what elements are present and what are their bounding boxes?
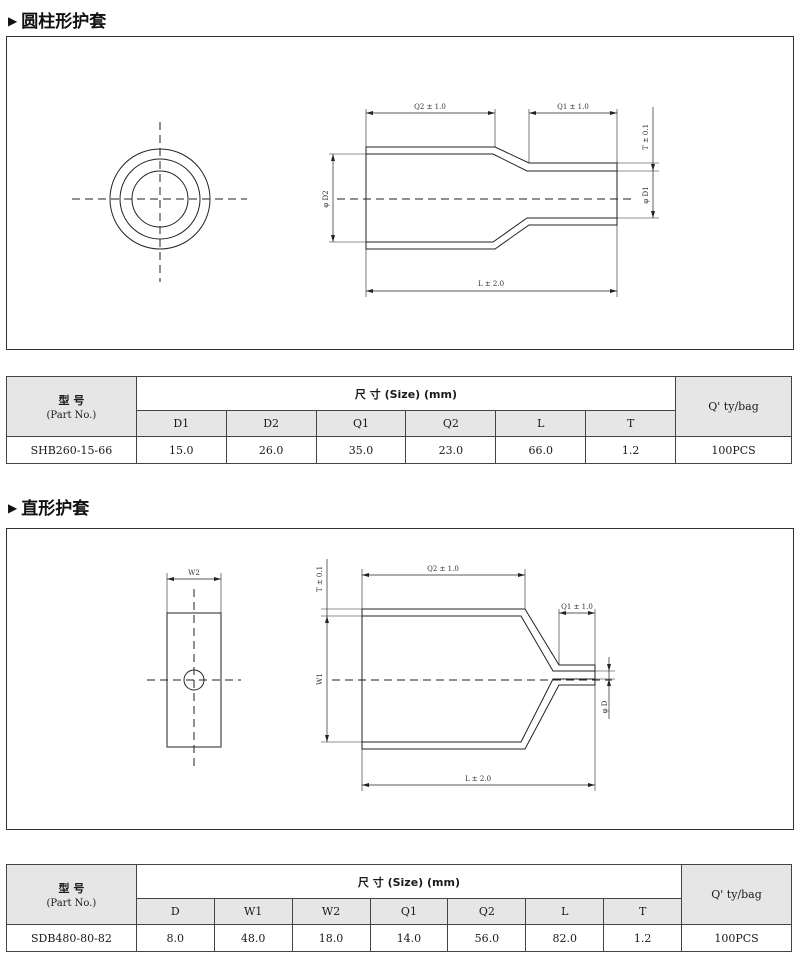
spec-table-cylindrical: 型 号 (Part No.) 尺 寸 (Size) (mm) Q' ty/bag…	[6, 376, 792, 464]
part-label: (Part No.)	[46, 898, 97, 909]
section-title-cylindrical: ▶圆柱形护套	[8, 7, 106, 32]
column-header: D2	[225, 410, 317, 437]
column-header: T	[585, 410, 677, 437]
column-header: W1	[213, 898, 293, 925]
drawing-straight-sleeve: W2 Q2 ± 1.0 Q1 ± 1.0 L ± 2.0 T ± 0.1 W1 …	[6, 528, 794, 830]
part-no-header: 型 号 (Part No.)	[6, 864, 137, 925]
value-cell: 1.2	[585, 436, 677, 464]
column-header: D1	[135, 410, 227, 437]
sleeve-outline-inner-bottom	[362, 678, 595, 743]
part-label: (Part No.)	[46, 410, 97, 421]
size-label: 尺 寸 (Size) (mm)	[354, 387, 457, 401]
part-no-cell: SDB480-80-82	[6, 924, 137, 952]
section-title-text: 圆柱形护套	[21, 12, 107, 32]
column-header: L	[525, 898, 605, 925]
size-label: 尺 寸 (Size) (mm)	[357, 875, 460, 889]
sleeve-outline-inner-bottom	[366, 217, 617, 243]
sleeve-outline-inner-top	[366, 153, 617, 172]
column-header: Q2	[447, 898, 527, 925]
dim-q1-label: Q1 ± 1.0	[557, 103, 589, 111]
part-no-header: 型 号 (Part No.)	[6, 376, 137, 437]
dim-w1-label: W1	[316, 673, 324, 685]
dim-t-label: T ± 0.1	[316, 566, 324, 592]
column-header: Q2	[405, 410, 497, 437]
section-title-straight: ▶直形护套	[8, 494, 89, 519]
column-header: W2	[291, 898, 371, 925]
value-cell: 23.0	[405, 436, 497, 464]
table-row: SHB260-15-66 15.0 26.0 35.0 23.0 66.0 1.…	[6, 436, 792, 464]
qty-cell: 100PCS	[675, 436, 792, 464]
sleeve-outline-inner-top	[362, 615, 595, 672]
value-cell: 18.0	[291, 924, 371, 952]
dim-q2-label: Q2 ± 1.0	[414, 103, 446, 111]
part-no-cell: SHB260-15-66	[6, 436, 137, 464]
column-header: Q1	[369, 898, 449, 925]
triangle-bullet-icon: ▶	[8, 501, 18, 515]
dim-q2-label: Q2 ± 1.0	[427, 565, 459, 573]
value-cell: 48.0	[213, 924, 293, 952]
value-cell: 82.0	[525, 924, 605, 952]
model-label: 型 号	[58, 394, 85, 407]
dim-d-label: φ D	[601, 700, 609, 713]
column-header-row: D1 D2 Q1 Q2 L T	[7, 410, 792, 437]
drawing-cylindrical-sleeve: Q2 ± 1.0 Q1 ± 1.0 L ± 2.0 φ D2 T ± 0.1 φ…	[6, 36, 794, 350]
size-header: 尺 寸 (Size) (mm)	[135, 376, 677, 411]
value-cell: 56.0	[447, 924, 527, 952]
column-header: L	[495, 410, 587, 437]
spec-table-straight: 型 号 (Part No.) 尺 寸 (Size) (mm) Q' ty/bag…	[6, 864, 792, 952]
dim-l-label: L ± 2.0	[478, 280, 504, 288]
sleeve-outline-outer	[365, 146, 618, 250]
qty-cell: 100PCS	[681, 924, 792, 952]
value-cell: 26.0	[225, 436, 317, 464]
dim-t-label: T ± 0.1	[642, 124, 650, 150]
section-title-text: 直形护套	[21, 499, 90, 519]
cylindrical-sleeve-drawing: Q2 ± 1.0 Q1 ± 1.0 L ± 2.0 φ D2 T ± 0.1 φ…	[72, 103, 659, 297]
qty-header: Q' ty/bag	[675, 376, 792, 437]
dim-l-label: L ± 2.0	[465, 775, 491, 783]
value-cell: 8.0	[135, 924, 215, 952]
model-label: 型 号	[58, 882, 85, 895]
dim-w2-label: W2	[188, 569, 200, 577]
column-header: D	[135, 898, 215, 925]
column-header: T	[603, 898, 683, 925]
table-row: SDB480-80-82 8.0 48.0 18.0 14.0 56.0 82.…	[6, 924, 792, 952]
dim-d1-label: φ D1	[642, 186, 650, 203]
column-header: Q1	[315, 410, 407, 437]
dim-q1-label: Q1 ± 1.0	[561, 603, 593, 611]
qty-header: Q' ty/bag	[681, 864, 792, 925]
size-header: 尺 寸 (Size) (mm)	[135, 864, 683, 899]
column-header-row: D W1 W2 Q1 Q2 L T	[7, 898, 792, 925]
value-cell: 15.0	[135, 436, 227, 464]
value-cell: 35.0	[315, 436, 407, 464]
dim-d2-label: φ D2	[322, 190, 330, 207]
value-cell: 1.2	[603, 924, 683, 952]
value-cell: 14.0	[369, 924, 449, 952]
value-cell: 66.0	[495, 436, 587, 464]
triangle-bullet-icon: ▶	[8, 14, 18, 28]
straight-sleeve-drawing: W2 Q2 ± 1.0 Q1 ± 1.0 L ± 2.0 T ± 0.1 W1 …	[147, 559, 615, 791]
